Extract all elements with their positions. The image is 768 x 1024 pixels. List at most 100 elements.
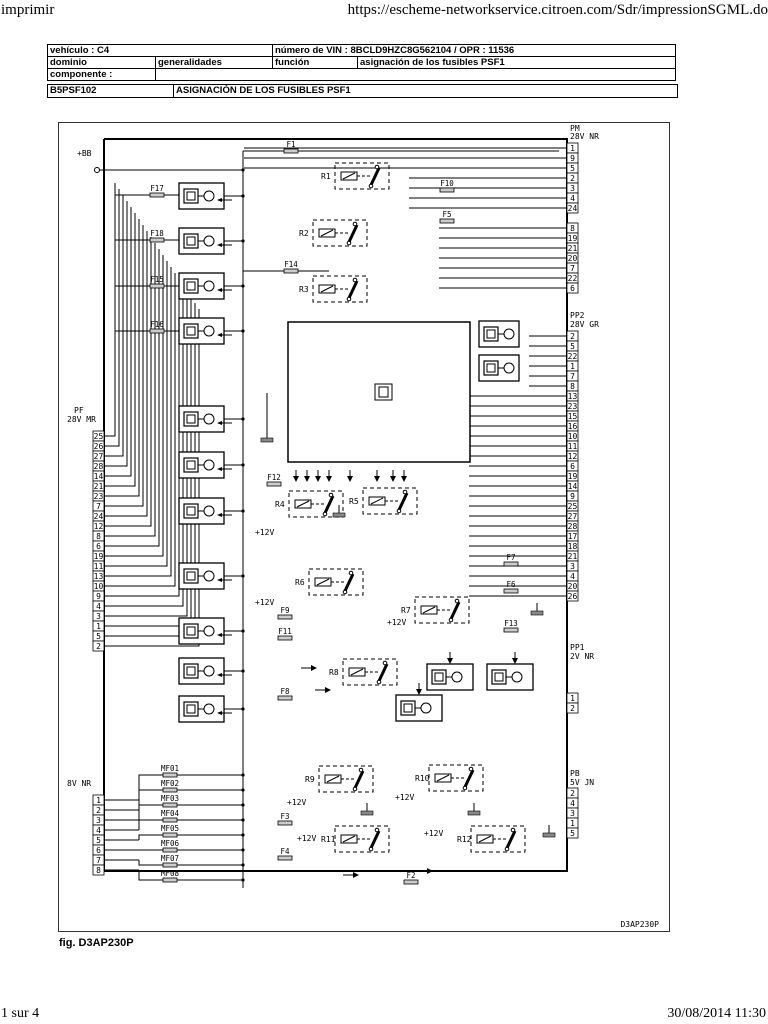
- connector-spec-mf: 8V NR: [67, 779, 91, 788]
- connector-name-pp1: PP1: [570, 643, 585, 652]
- fuse-label: MF06: [161, 839, 180, 848]
- input-arrow-icon: [217, 198, 222, 202]
- contact-terminal: [346, 240, 352, 246]
- relay-coil-mark: [436, 774, 450, 782]
- fuse-label: F14: [284, 260, 298, 269]
- relay-label: R6: [295, 578, 305, 587]
- relay-label: R5: [349, 497, 359, 506]
- relay-label: R4: [275, 500, 285, 509]
- ground-plate: [332, 512, 346, 518]
- pin-number: 19: [94, 552, 104, 561]
- arrow-down-icon: [304, 476, 310, 482]
- input-arrow-icon: [217, 578, 222, 582]
- contact-terminal: [352, 277, 358, 283]
- relay-coil-mark: [320, 285, 334, 293]
- relay-contact-icon: [343, 573, 355, 592]
- pf-wire: [104, 207, 132, 477]
- pin-number: 16: [568, 422, 578, 431]
- fuse-icon: [162, 772, 178, 778]
- relay-coil-mark: [316, 578, 330, 586]
- connector-spec-pp2: 28V GR: [570, 320, 599, 329]
- junction-dot: [241, 848, 245, 852]
- relay-r3: R3: [299, 275, 368, 303]
- fuse-label: MF02: [161, 779, 179, 788]
- pf-wire: [104, 285, 184, 607]
- control-module: [178, 182, 232, 210]
- fuse-label: MF04: [161, 809, 180, 818]
- fuse-label: F18: [150, 229, 164, 238]
- vehicle-info-table: vehículo : C4 número de VIN : 8BCLD9HZC8…: [47, 44, 676, 81]
- relay-outline: [342, 658, 398, 686]
- voltage-12v-label: +12V: [387, 618, 406, 627]
- connector-spec-pm: 28V NR: [570, 132, 599, 141]
- arrow-down-icon: [347, 476, 353, 482]
- contact-terminal: [468, 766, 474, 772]
- relay-coil-mark: [478, 835, 492, 843]
- chip-core: [186, 571, 196, 581]
- relay-r9: R9: [305, 765, 374, 793]
- relay-r2: R2: [299, 219, 368, 247]
- pin-number: 11: [568, 442, 578, 451]
- pin-number: 13: [568, 392, 578, 401]
- transistor-icon: [203, 665, 215, 677]
- pf-wire: [104, 195, 124, 457]
- relay-coil-mark: [296, 500, 310, 508]
- contact-terminal: [348, 570, 354, 576]
- pf-wire: [104, 243, 156, 537]
- contact-terminal: [342, 589, 348, 595]
- pin-number: 4: [570, 194, 575, 203]
- input-arrow-icon: [217, 421, 222, 425]
- pin-number: 4: [570, 799, 575, 808]
- chip-core: [434, 672, 444, 682]
- relay-r8: R8: [329, 658, 398, 686]
- fuse-mf03: MF03: [161, 794, 179, 808]
- pin-number: 21: [568, 244, 578, 253]
- relay-outline: [414, 596, 470, 624]
- fuse-mf05: MF05: [161, 824, 179, 838]
- arrow-down-icon: [315, 476, 321, 482]
- chip-core: [403, 703, 413, 713]
- transistor-icon: [203, 505, 215, 517]
- relay-label: R8: [329, 668, 339, 677]
- ground-plate: [260, 437, 274, 443]
- pin-number: 2: [96, 642, 101, 651]
- pin-number: 11: [94, 562, 104, 571]
- pin-number: 2: [96, 806, 101, 815]
- function-label: función: [272, 56, 358, 69]
- fuse-f5: F5: [439, 210, 455, 224]
- pf-wire: [104, 189, 120, 447]
- junction-dot: [241, 788, 245, 792]
- input-arrow-icon: [217, 467, 222, 471]
- input-arrow-icon: [217, 711, 222, 715]
- chip-core: [486, 329, 496, 339]
- chip-core: [186, 236, 196, 246]
- document-title-table: B5PSF102 ASIGNACIÓN DE LOS FUSIBLES PSF1: [47, 84, 678, 98]
- ground-plate: [360, 810, 374, 816]
- voltage-12v-label: +12V: [255, 528, 274, 537]
- relay-outline: [334, 825, 390, 853]
- connector-pin: [566, 590, 579, 602]
- fuse-label: F5: [442, 210, 451, 219]
- contact-terminal: [382, 660, 388, 666]
- relay-outline: [470, 825, 526, 853]
- contact-terminal: [352, 221, 358, 227]
- contact-terminal: [402, 489, 408, 495]
- bsi-chip-core: [378, 386, 389, 398]
- pin-number: 6: [570, 284, 575, 293]
- fuse-icon: [277, 635, 293, 641]
- ground-plate: [467, 810, 481, 816]
- document-code: B5PSF102: [47, 84, 174, 98]
- mf-wire: [138, 789, 243, 810]
- junction-dot: [241, 773, 245, 777]
- contact-terminal: [454, 598, 460, 604]
- pin-number: 18: [568, 542, 578, 551]
- fuse-icon: [403, 879, 419, 885]
- control-module: [178, 451, 232, 479]
- junction-dot: [241, 329, 245, 333]
- fuse-label: F13: [504, 619, 518, 628]
- mf-wire: [138, 819, 243, 830]
- connector-pin: [92, 640, 105, 652]
- document-title: ASIGNACIÓN DE LOS FUSIBLES PSF1: [173, 84, 678, 98]
- pin-number: 1: [570, 362, 575, 371]
- control-module: [178, 562, 232, 590]
